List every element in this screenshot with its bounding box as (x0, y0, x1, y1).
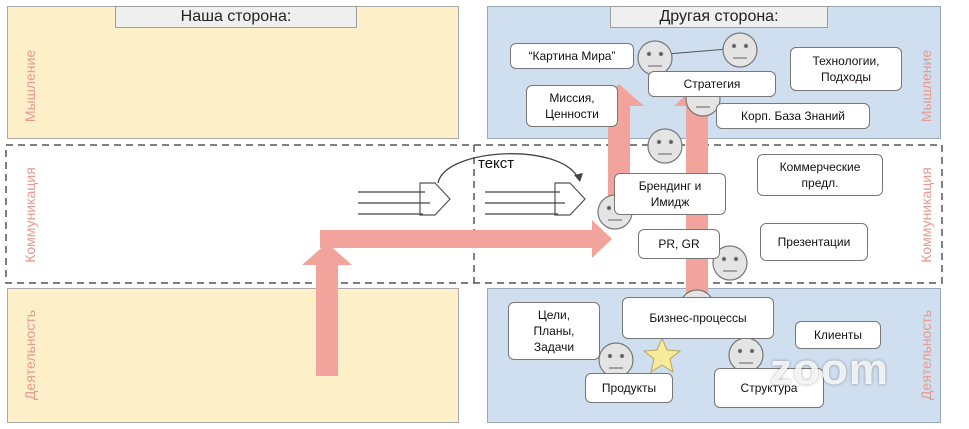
arrow-text-label: текст (478, 155, 515, 172)
arc-arrowhead (574, 173, 583, 182)
box-technologies: Технологии, Подходы (790, 47, 902, 91)
box-strategy: Стратегия (648, 71, 776, 97)
neutral-face-icon (728, 337, 764, 373)
neutral-face-icon (647, 128, 683, 164)
neutral-face-icon (637, 40, 673, 76)
box-business-processes: Бизнес-процессы (622, 297, 774, 339)
text-arc (437, 153, 579, 184)
our-activity-panel (7, 288, 459, 423)
box-pr-gr: PR, GR (638, 229, 720, 259)
box-goals: Цели, Планы, Задачи (508, 302, 600, 360)
star-icon (642, 336, 682, 374)
box-products: Продукты (585, 373, 673, 403)
neutral-face-icon (722, 32, 758, 68)
our-thinking-panel (7, 6, 459, 139)
neutral-face-icon (712, 245, 748, 281)
zoom-watermark: zoom (770, 345, 889, 394)
box-mission: Миссия, Ценности (526, 85, 618, 127)
box-presentations: Презентации (760, 223, 868, 261)
box-world-picture: “Картина Мира” (510, 43, 634, 69)
header-our-side: Наша сторона: (115, 6, 357, 28)
box-branding: Брендинг и Имидж (614, 173, 726, 215)
box-clients: Клиенты (795, 321, 881, 349)
flow-lines (358, 191, 565, 215)
chevron-arrows (419, 182, 586, 216)
box-knowledge-base: Корп. База Знаний (716, 103, 870, 129)
up-arrow (302, 243, 352, 376)
main-horizontal-arrow (320, 220, 612, 258)
header-other-side: Другая сторона: (610, 6, 828, 28)
arrow-to-mission (594, 84, 644, 218)
neutral-face-icon (598, 342, 634, 378)
box-structure: Структура (714, 368, 824, 408)
box-commercial: Коммерческие предл. (757, 154, 883, 196)
